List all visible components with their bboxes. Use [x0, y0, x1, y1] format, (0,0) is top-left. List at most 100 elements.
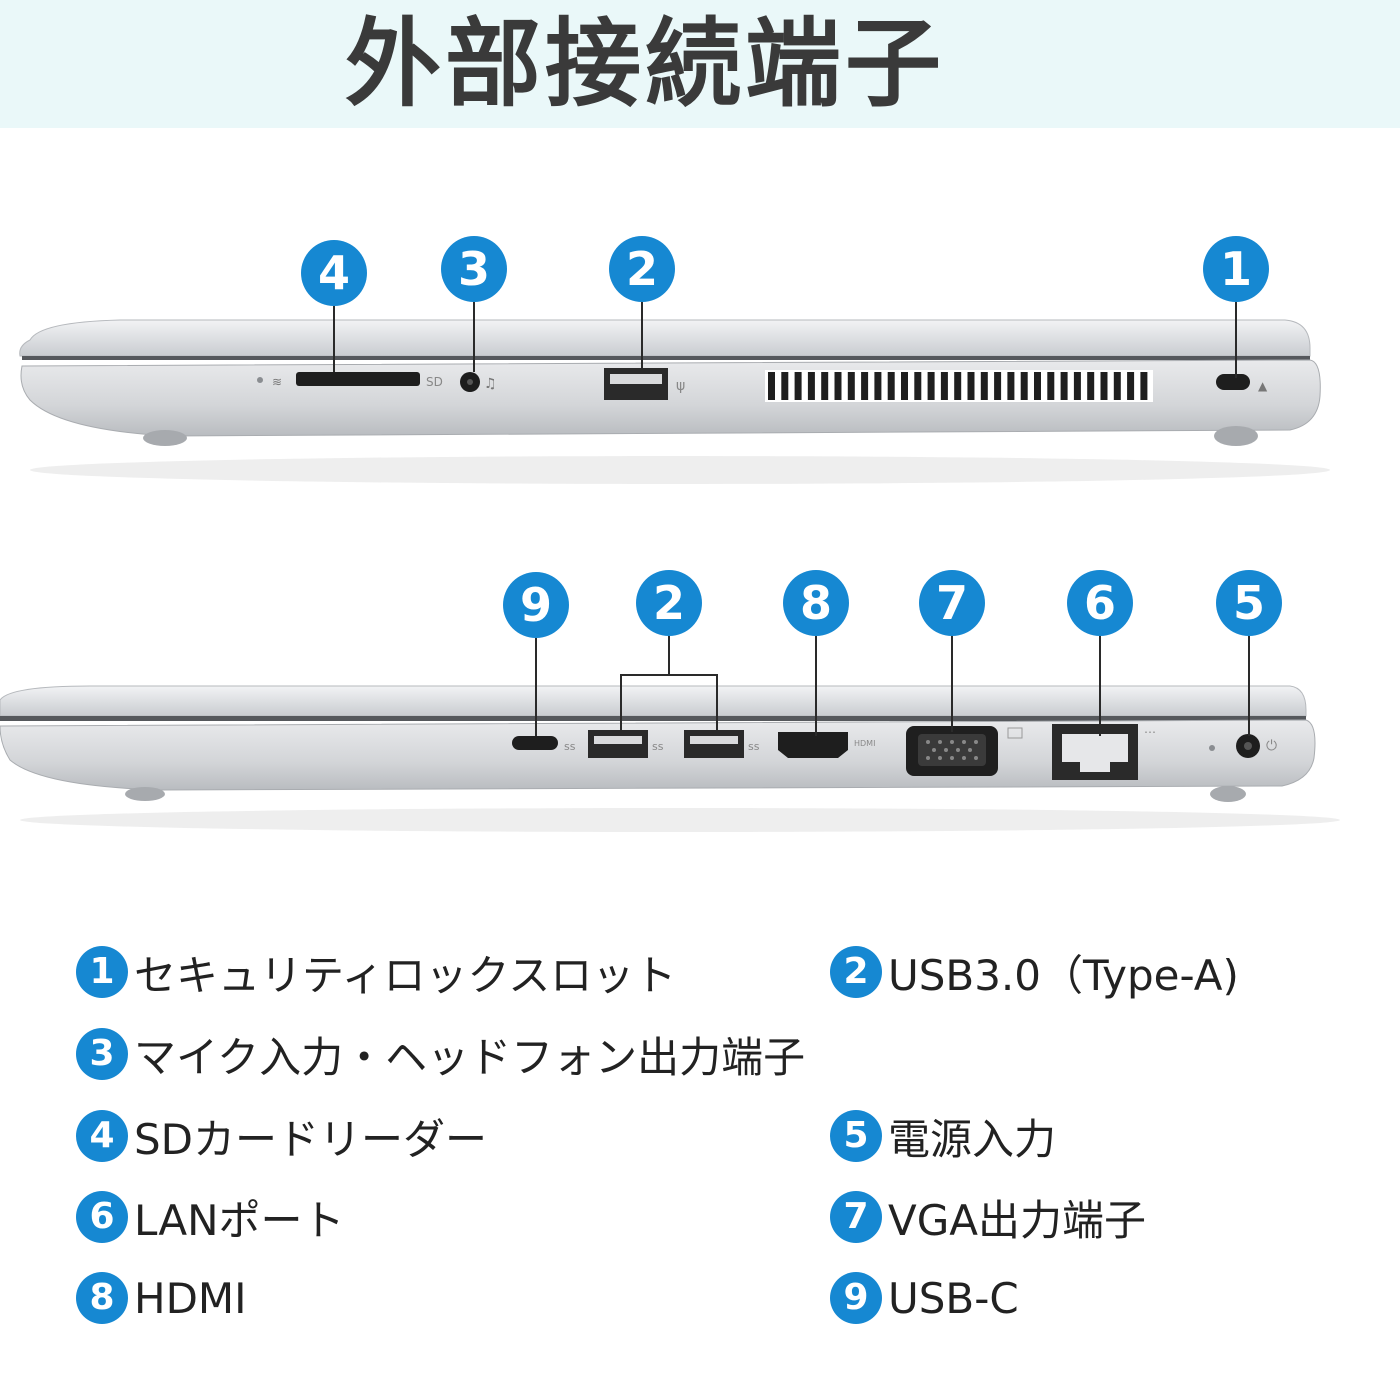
laptop-side-view-top: ≋ SD ♫ ψ ▲ [19, 319, 1330, 484]
vent-slat [781, 372, 789, 400]
legend-label: セキュリティロックスロット [134, 950, 677, 1000]
leader-line [716, 674, 718, 736]
svg-text:ss: ss [748, 740, 760, 753]
legend-number: 4 [76, 1110, 128, 1162]
vent-slat [1020, 372, 1028, 400]
title-banner [0, 0, 1400, 128]
legend-item-lock: 1 セキュリティロックスロット [76, 944, 676, 1000]
power-icon: ⏻ [1266, 738, 1277, 754]
svg-text:≋: ≋ [272, 375, 282, 389]
vent-slat [1007, 372, 1015, 400]
badge-sd-card: 4 [301, 240, 367, 306]
leader-line [951, 636, 953, 732]
vent-slat [967, 372, 975, 400]
badge-usb: 2 [609, 236, 675, 302]
usb-c-port [512, 736, 558, 750]
leader-line [535, 638, 537, 736]
vent-slat [821, 372, 829, 400]
vent-slat [901, 372, 908, 400]
legend-item-usb: 2 USB3.0（Type-A) [830, 944, 1239, 1000]
vent-slat [980, 372, 988, 400]
leader-line [620, 674, 622, 736]
legend-number: 9 [830, 1272, 882, 1324]
badge-audio: 3 [441, 236, 507, 302]
leader-line [1248, 636, 1250, 736]
vent-slat [927, 372, 935, 400]
leader-line [1099, 636, 1101, 736]
legend-number: 5 [830, 1110, 882, 1162]
legend-number: 1 [76, 946, 128, 998]
legend-label: VGA出力端子 [888, 1195, 1147, 1245]
legend-label: HDMI [134, 1273, 247, 1323]
legend-item-hdmi: 8 HDMI [76, 1270, 247, 1326]
leader-line [668, 636, 670, 674]
legend-label: SDカードリーダー [134, 1114, 488, 1164]
usb-icon: ψ [676, 378, 685, 394]
sd-card-slot [296, 372, 420, 386]
vent-slat [940, 372, 948, 400]
led-icon [1209, 745, 1215, 751]
vent-slat [874, 372, 882, 400]
leader-line [333, 306, 335, 372]
badge-lock: 1 [1203, 236, 1269, 302]
vent-slat [994, 372, 1002, 400]
page-title: 外部接続端子 [345, 8, 945, 120]
vent-slat [861, 372, 869, 400]
vent-slat [1073, 372, 1081, 400]
leader-bracket [620, 674, 718, 676]
vent-slat [1140, 372, 1148, 400]
badge-usb-c: 9 [503, 572, 569, 638]
vent-slat [1127, 372, 1135, 400]
badge-vga: 7 [919, 570, 985, 636]
vent-slat [914, 372, 922, 400]
legend-number: 2 [830, 946, 882, 998]
legend-label: マイク入力・ヘッドフォン出力端子 [134, 1032, 806, 1082]
lock-slot [1216, 374, 1250, 390]
vent-slat [834, 372, 842, 400]
legend-item-audio: 3 マイク入力・ヘッドフォン出力端子 [76, 1026, 805, 1082]
vent-slat [768, 372, 775, 400]
legend-label: LANポート [134, 1195, 345, 1245]
svg-text:ss: ss [564, 740, 576, 753]
vent-slat [1113, 372, 1121, 400]
lock-icon: ▲ [1258, 379, 1268, 393]
legend-number: 8 [76, 1272, 128, 1324]
vent-slat [794, 372, 802, 400]
vent-slat [1087, 372, 1095, 400]
vent-grille [765, 370, 1153, 402]
legend-number: 3 [76, 1028, 128, 1080]
badge-power: 5 [1216, 570, 1282, 636]
svg-text:HDMI: HDMI [854, 739, 875, 748]
leader-line [815, 636, 817, 736]
legend-item-power: 5 電源入力 [830, 1108, 1056, 1164]
vent-slat [1100, 372, 1108, 400]
vent-slat [807, 372, 815, 400]
hdmi-port [778, 732, 848, 758]
legend-number: 7 [830, 1191, 882, 1243]
badge-usb: 2 [636, 570, 702, 636]
legend-label: USB3.0（Type-A) [888, 950, 1239, 1000]
vent-slat [954, 372, 962, 400]
headset-icon: ♫ [484, 376, 497, 392]
legend-item-sd: 4 SDカードリーダー [76, 1108, 487, 1164]
leader-line [1235, 302, 1237, 378]
vent-slat [887, 372, 895, 400]
laptop-side-view-bottom: ss ss ss HDMI ⋯ ⏻ [0, 685, 1340, 832]
svg-text:⋯: ⋯ [1144, 725, 1156, 739]
leader-line [473, 302, 475, 372]
legend-item-lan: 6 LANポート [76, 1189, 345, 1245]
vent-slat [847, 372, 855, 400]
legend-number: 6 [76, 1191, 128, 1243]
sd-mark: SD [426, 375, 443, 389]
legend-label: USB-C [888, 1273, 1019, 1323]
led-icon [257, 377, 263, 383]
vent-slat [1060, 372, 1068, 400]
legend-item-vga: 7 VGA出力端子 [830, 1189, 1146, 1245]
legend-item-usb-c: 9 USB-C [830, 1270, 1019, 1326]
badge-hdmi: 8 [783, 570, 849, 636]
svg-text:ss: ss [652, 740, 664, 753]
legend-label: 電源入力 [888, 1114, 1057, 1164]
leader-line [641, 302, 643, 372]
vent-slat [1047, 372, 1055, 400]
badge-lan: 6 [1067, 570, 1133, 636]
